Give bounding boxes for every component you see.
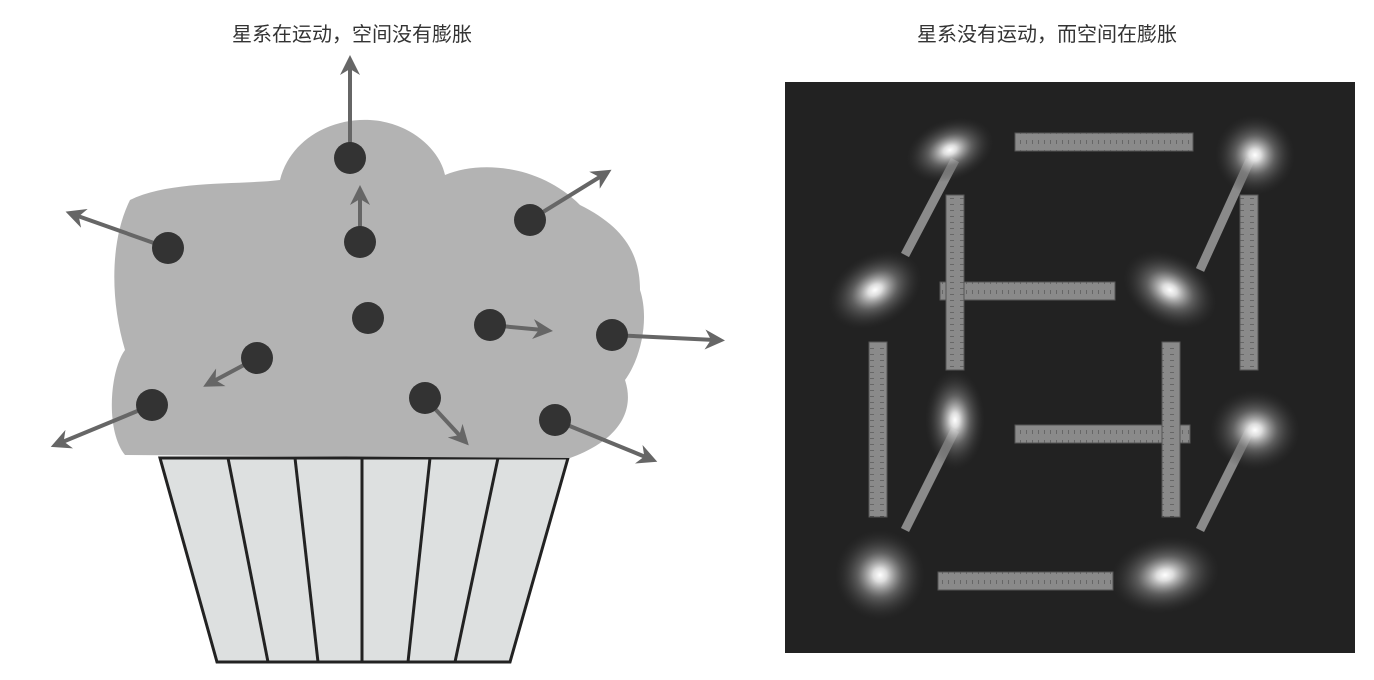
- galaxy-image: [1110, 536, 1220, 614]
- galaxy-dot: [474, 309, 506, 341]
- right-panel-title: 星系没有运动，而空间在膨胀: [917, 22, 1177, 46]
- motion-arrow: [50, 403, 153, 449]
- galaxy-image: [828, 250, 922, 330]
- galaxy-dot: [514, 204, 546, 236]
- galaxy-image: [1123, 250, 1217, 330]
- galaxy-dot: [596, 319, 628, 351]
- ruler: [1239, 194, 1259, 371]
- ruler: [937, 571, 1114, 591]
- motion-arrow: [65, 208, 169, 250]
- galaxies: [828, 115, 1300, 620]
- galaxy-dot: [152, 232, 184, 264]
- ruler: [1161, 341, 1181, 518]
- left-panel-title: 星系在运动，空间没有膨胀: [232, 22, 472, 46]
- wrapper-pleats: [226, 457, 500, 663]
- ruler: [1014, 132, 1194, 152]
- ruler: [945, 194, 965, 371]
- galaxy-image: [835, 530, 925, 620]
- galaxy-dot: [409, 382, 441, 414]
- cupcake-illustration: [50, 55, 725, 664]
- galaxy-image: [1210, 390, 1300, 470]
- galaxy-dot: [352, 302, 384, 334]
- ruler: [1014, 424, 1191, 444]
- expanding-space-illustration: [785, 82, 1355, 653]
- cupcake-top: [111, 119, 645, 458]
- galaxy-image: [906, 117, 994, 183]
- motion-arrow: [554, 418, 658, 464]
- galaxy-image: [1215, 115, 1295, 195]
- galaxy-dot: [539, 404, 571, 436]
- ruler: [868, 341, 888, 518]
- galaxy-image: [925, 370, 985, 470]
- galaxy-dot: [136, 389, 168, 421]
- galaxy-dot: [241, 342, 273, 374]
- cupcake-wrapper: [158, 456, 570, 664]
- galaxy-dot: [344, 226, 376, 258]
- motion-arrow: [611, 329, 725, 350]
- galaxy-dots: [50, 55, 725, 464]
- ruler: [939, 281, 1116, 301]
- galaxy-dot: [334, 142, 366, 174]
